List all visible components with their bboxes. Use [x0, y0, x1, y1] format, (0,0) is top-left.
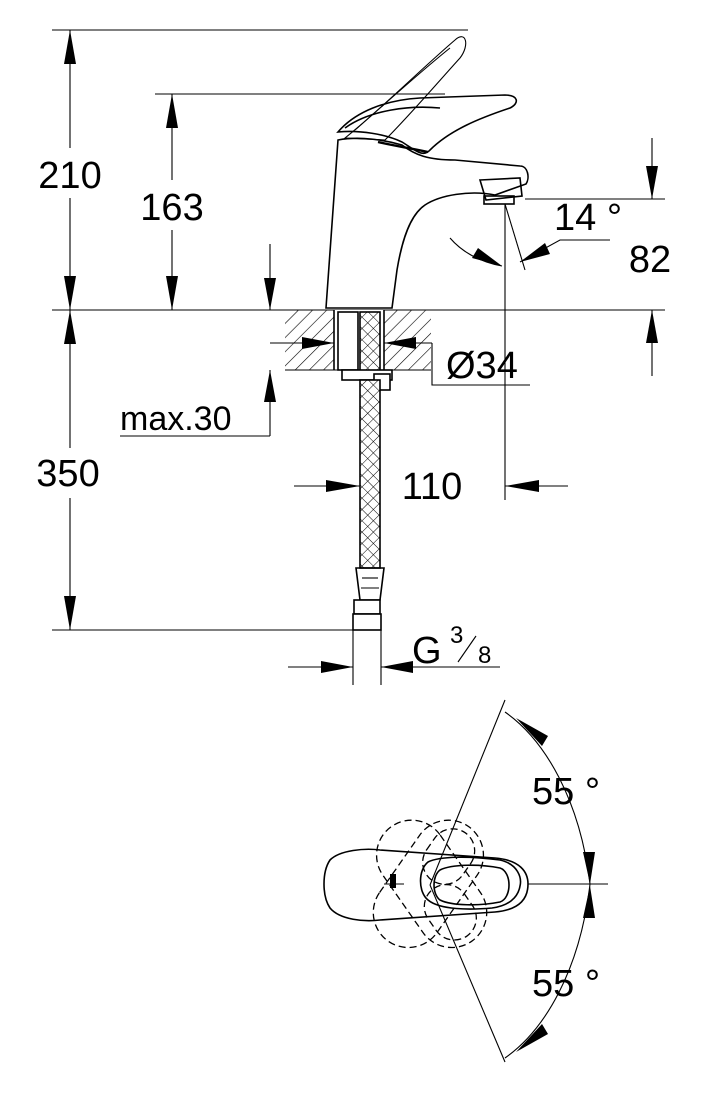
angle-55-up: 55 °	[429, 699, 600, 886]
angle-55-down: 55 °	[429, 883, 600, 1063]
dimension-g38: G 3 8	[288, 622, 500, 673]
dimension-110: 110	[294, 466, 568, 508]
dimension-163: 163	[130, 94, 214, 310]
dimension-350: 350	[28, 310, 112, 630]
label-55-down: 55 °	[532, 963, 600, 1005]
faucet-body	[325, 36, 529, 309]
label-163: 163	[140, 187, 203, 229]
mounting-stud	[337, 311, 393, 391]
lever-ghost-up	[372, 819, 485, 949]
label-350: 350	[36, 453, 99, 495]
label-110: 110	[402, 466, 463, 508]
angle-14: 14 °	[449, 197, 622, 500]
dimension-max30: max.30	[120, 244, 276, 438]
label-210: 210	[38, 155, 101, 197]
side-view: 210 163 350 82	[28, 29, 671, 685]
label-14-deg: 14 °	[554, 197, 622, 239]
label-g-den: 8	[478, 642, 491, 669]
label-g: G	[412, 630, 442, 672]
supply-hose	[352, 379, 385, 685]
top-view: 55 ° 55 °	[323, 699, 608, 1063]
dimension-82: 82	[629, 138, 671, 376]
label-max30: max.30	[120, 400, 232, 438]
faucet-top	[323, 848, 608, 922]
label-55-up: 55 °	[532, 771, 600, 813]
dimension-d34: Ø34	[270, 337, 530, 387]
label-g-num: 3	[450, 622, 463, 649]
dimension-210: 210	[28, 30, 112, 310]
label-d34: Ø34	[446, 345, 518, 387]
label-82: 82	[629, 239, 671, 281]
